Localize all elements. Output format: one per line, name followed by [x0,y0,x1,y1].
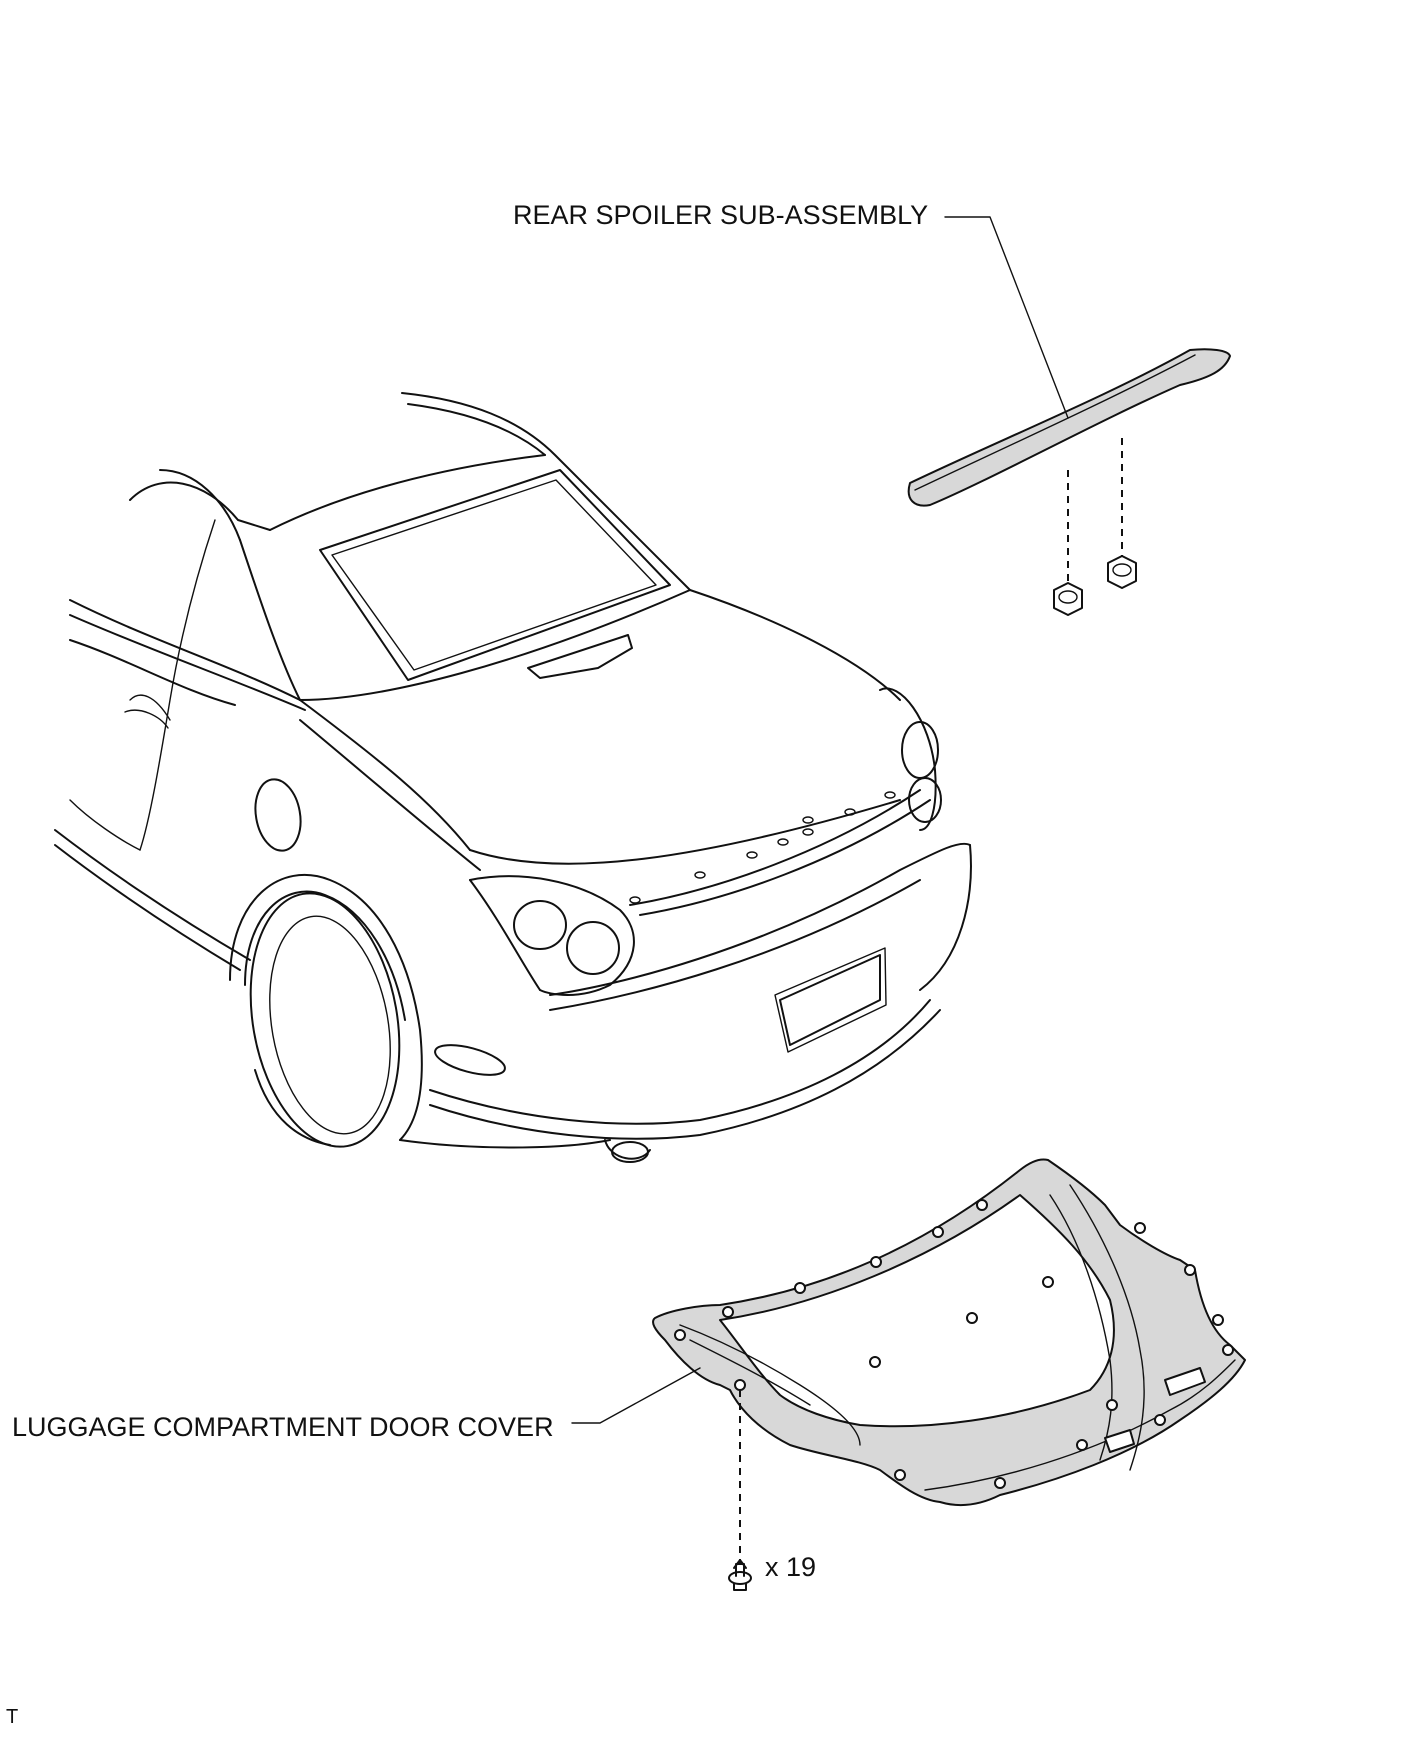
luggage-compartment-door-cover [571,1158,1246,1565]
push-clip-icon [728,1559,752,1591]
corner-mark: T [6,1706,19,1728]
clip-quantity-label: x 19 [765,1552,817,1582]
hex-nut-icon [1053,582,1083,616]
door-cover-label: LUGGAGE COMPARTMENT DOOR COVER [12,1412,554,1442]
car-illustration [54,392,972,1163]
rear-spoiler-label: REAR SPOILER SUB-ASSEMBLY [513,200,929,230]
hex-nut-icon [1107,555,1137,589]
rear-spoiler-sub-assembly [907,216,1231,590]
